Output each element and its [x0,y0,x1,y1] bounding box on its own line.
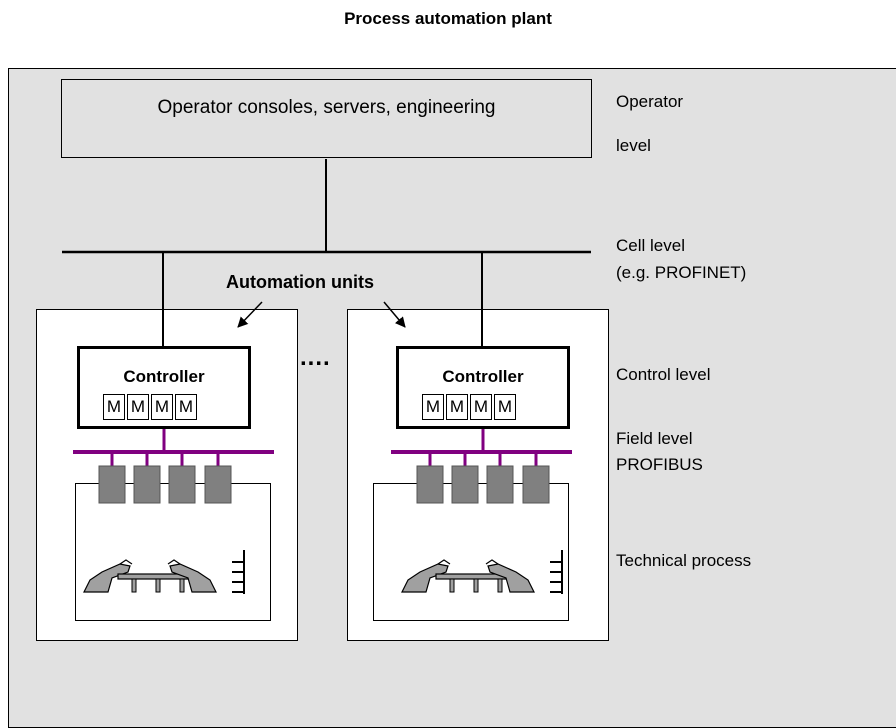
module: M [470,394,492,420]
module: M [127,394,149,420]
arrow-to-unit-2 [383,301,406,328]
module: M [446,394,468,420]
module: M [151,394,173,420]
operator-level-label-line1: Operator [616,92,684,111]
controller-label: Controller [123,367,205,386]
field-device [416,465,444,504]
cell-level-label-line1: Cell level [616,236,685,255]
field-device [98,465,126,504]
automation-units-label: Automation units [226,272,374,292]
module: M [175,394,197,420]
technical-process-box-1 [75,483,271,621]
cell-level-label-line2: (e.g. PROFINET) [616,263,747,282]
field-device [522,465,550,504]
diagram-title: Process automation plant [344,9,552,28]
controller-1: Controller M M M M [77,346,251,429]
arrow-to-unit-1 [237,301,263,328]
diagram-connections [62,159,591,595]
field-device [133,465,161,504]
controller-2: Controller M M M M [396,346,570,429]
ellipsis-between-units: .... [300,344,331,371]
module: M [103,394,125,420]
field-device [204,465,232,504]
field-devices-2 [428,452,538,468]
field-devices-1 [110,452,220,468]
robot-cell-icon-1 [83,549,245,595]
module-row: M M M M [422,394,518,420]
field-device [486,465,514,504]
control-level-label: Control level [616,365,711,384]
module: M [494,394,516,420]
module-row: M M M M [103,394,199,420]
robot-cell-icon-2 [401,549,563,595]
field-device [168,465,196,504]
operator-level-label-line2: level [616,136,651,155]
technical-process-label: Technical process [616,551,752,570]
field-level-label-line1: Field level [616,429,693,448]
operator-consoles-label: Operator consoles, servers, engineering [157,96,496,118]
technical-process-box-2 [373,483,569,621]
controller-label: Controller [442,367,524,386]
module: M [422,394,444,420]
field-device [451,465,479,504]
field-level-label-line2: PROFIBUS [616,455,703,474]
operator-consoles-box: Operator consoles, servers, engineering [61,79,592,158]
